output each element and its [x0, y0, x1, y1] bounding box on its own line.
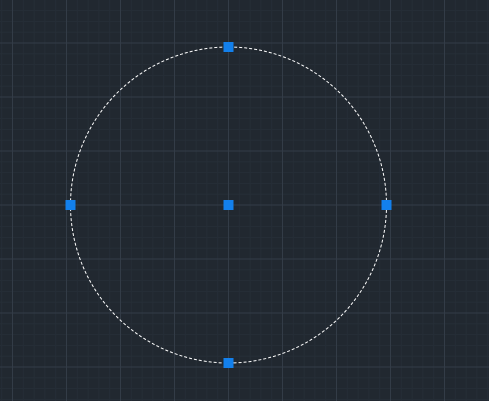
grips [65, 42, 392, 368]
right-quadrant-grip[interactable] [381, 200, 392, 210]
top-quadrant-grip[interactable] [223, 42, 234, 52]
center-grip[interactable] [223, 200, 234, 210]
left-quadrant-grip[interactable] [65, 200, 76, 210]
bottom-quadrant-grip[interactable] [223, 358, 234, 368]
